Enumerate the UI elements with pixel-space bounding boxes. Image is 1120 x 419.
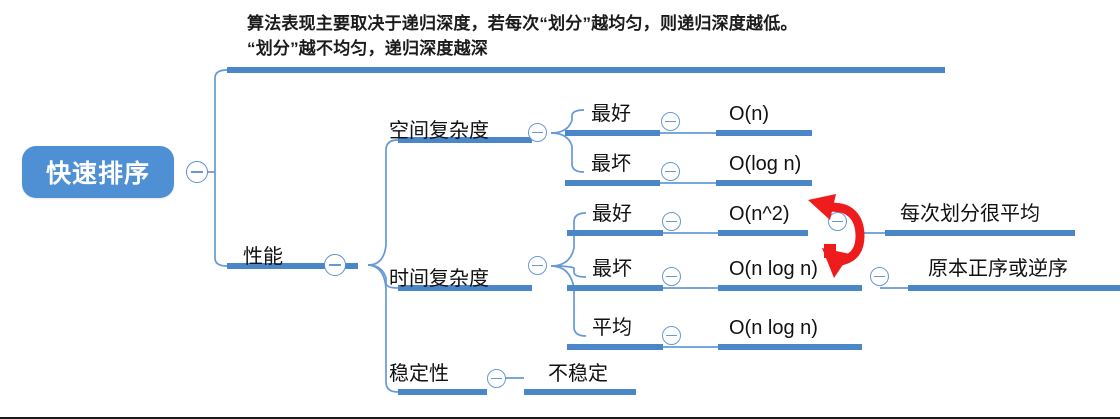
note-line-1: 算法表现主要取决于递归深度，若每次“划分”越均匀，则递归深度越低。 — [247, 14, 798, 33]
branch-label-performance: 性能 — [243, 246, 283, 268]
root-node-label: 快速排序 — [45, 160, 150, 188]
time-case-toggle-0[interactable] — [662, 212, 681, 231]
time-note-toggle-1[interactable] — [870, 267, 889, 286]
branch-label-stability: 稳定性 — [389, 363, 449, 385]
time-case-label-1: 最坏 — [592, 258, 632, 280]
root-node-quicksort[interactable]: 快速排序 — [22, 146, 174, 198]
note-line-2: “划分”越不均匀，递归深度越深 — [247, 39, 488, 58]
branch-label-time-complexity: 时间复杂度 — [389, 268, 489, 290]
swap-arrow-annotation — [808, 194, 865, 278]
space-case-toggle-1[interactable] — [661, 162, 680, 181]
time-note-toggle-0[interactable] — [828, 212, 847, 231]
branch-label-space-complexity: 空间复杂度 — [389, 120, 489, 142]
time-case-note-1: 原本正序或逆序 — [928, 258, 1068, 280]
stability-collapse-toggle[interactable] — [487, 369, 506, 388]
time-case-label-0: 最好 — [592, 203, 632, 225]
time-case-value-2: O(n log n) — [729, 317, 818, 339]
time-case-toggle-1[interactable] — [662, 267, 681, 286]
space-case-value-1: O(log n) — [729, 153, 802, 175]
stability-value: 不稳定 — [548, 363, 608, 385]
space-case-label-0: 最好 — [591, 103, 631, 125]
time-case-label-2: 平均 — [592, 317, 632, 339]
space-case-value-0: O(n) — [729, 103, 769, 125]
root-collapse-toggle[interactable] — [186, 161, 208, 183]
time-case-value-1: O(n log n) — [729, 258, 818, 280]
space-case-label-1: 最坏 — [591, 153, 631, 175]
time-case-value-0: O(n^2) — [729, 203, 790, 225]
space-case-toggle-0[interactable] — [661, 112, 680, 131]
performance-collapse-toggle[interactable] — [324, 254, 346, 276]
time-complexity-collapse-toggle[interactable] — [528, 256, 547, 275]
time-case-toggle-2[interactable] — [662, 326, 681, 345]
space-complexity-collapse-toggle[interactable] — [528, 123, 547, 142]
note-text: 算法表现主要取决于递归深度，若每次“划分”越均匀，则递归深度越低。 “划分”越不… — [247, 11, 1007, 61]
time-case-note-0: 每次划分很平均 — [900, 203, 1040, 225]
